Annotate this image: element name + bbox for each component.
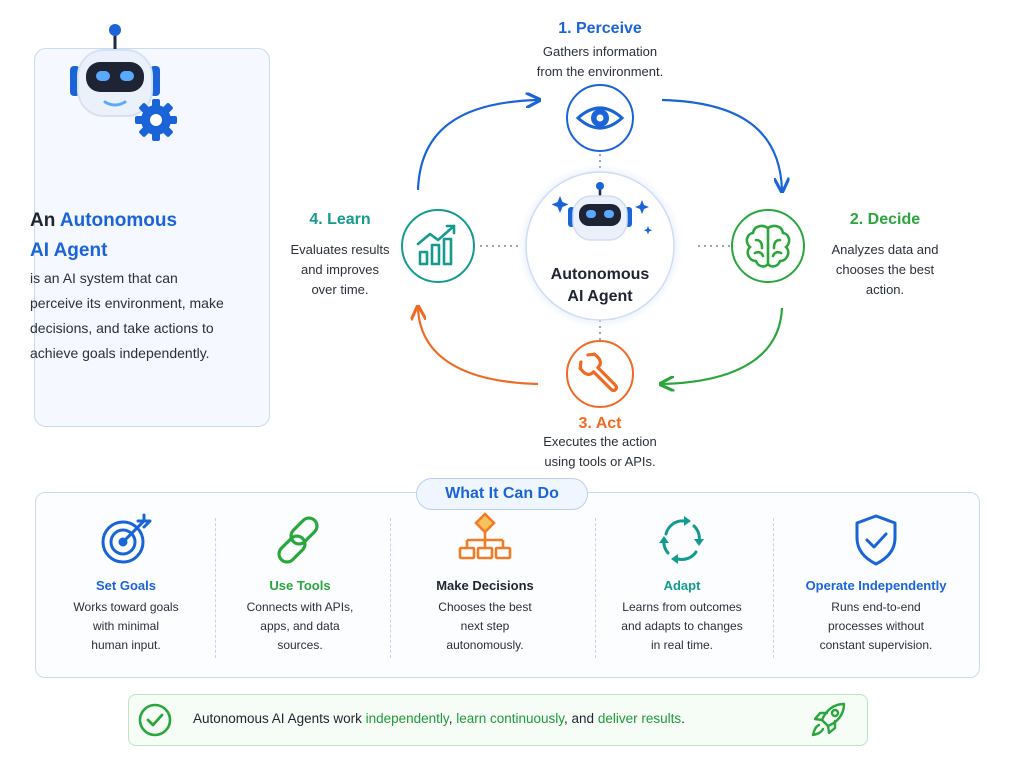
target-icon: [101, 513, 152, 564]
act-desc-line-2: using tools or APIs.: [544, 454, 656, 469]
cycle-icon: [659, 516, 704, 564]
capability-desc-line: processes without: [827, 619, 925, 633]
summary-highlight: independently: [365, 711, 449, 726]
brain-icon: [745, 224, 791, 268]
perceive-desc-line-1: Gathers information: [542, 44, 658, 59]
perceive-node: [566, 84, 634, 152]
divider: [215, 518, 216, 658]
arrow-perceive-to-decide: [661, 98, 782, 190]
check-circle-icon: [138, 703, 172, 737]
center-label-line-2: AI Agent: [567, 288, 633, 305]
learn-desc-line-3: over time.: [311, 282, 369, 297]
learn-description: Evaluates results and improves over time…: [270, 240, 410, 300]
capability-operate-independently: Operate Independently Runs end-to-end pr…: [786, 512, 966, 672]
arrow-learn-to-perceive: [416, 100, 538, 191]
link-icon: [277, 516, 319, 564]
perceive-desc-line-2: from the environment.: [536, 64, 664, 79]
perceive-description: Gathers information from the environment…: [500, 42, 700, 82]
divider: [390, 518, 391, 658]
summary-text: Autonomous AI Agents work independently,…: [193, 711, 685, 726]
center-label-line-1: Autonomous: [550, 266, 650, 283]
growth-chart-icon: [416, 224, 456, 266]
capability-use-tools: Use Tools Connects with APIs, apps, and …: [210, 512, 390, 672]
capability-set-goals: Set Goals Works toward goals with minima…: [36, 512, 216, 672]
learn-node: [401, 209, 475, 283]
learn-desc-line-2: and improves: [300, 262, 380, 277]
capability-description: Runs end-to-end processes without consta…: [796, 598, 956, 655]
capability-desc-line: human input.: [91, 638, 161, 652]
capability-desc-line: Works toward goals: [73, 600, 179, 614]
capability-desc-line: in real time.: [650, 638, 714, 652]
eye-icon: [575, 106, 625, 130]
capability-desc-line: autonomously.: [446, 638, 524, 652]
capability-desc-line: Runs end-to-end: [831, 600, 921, 614]
capability-title: Use Tools: [269, 578, 331, 593]
summary-text-part: ,: [448, 711, 457, 726]
wrench-icon: [578, 352, 619, 393]
capability-desc-line: Connects with APIs,: [246, 600, 354, 614]
capability-desc-line: Chooses the best: [438, 600, 532, 614]
sparkle-icon: [551, 196, 569, 213]
act-description: Executes the action using tools or APIs.: [498, 432, 702, 472]
capabilities-panel: [35, 492, 980, 678]
capability-title: Make Decisions: [436, 578, 534, 593]
summary-highlight: deliver results: [597, 711, 682, 726]
summary-text-part: .: [681, 711, 685, 726]
decide-node: [731, 209, 805, 283]
capability-desc-line: constant supervision.: [819, 638, 933, 652]
decide-desc-line-1: Analyzes data and: [831, 242, 939, 257]
capability-description: Chooses the best next step autonomously.: [405, 598, 565, 655]
capability-adapt: Adapt Learns from outcomes and adapts to…: [592, 512, 772, 672]
intro-title-accent-1: Autonomous: [59, 210, 178, 231]
capabilities-heading: What It Can Do: [416, 478, 588, 510]
arrow-act-to-learn: [418, 308, 539, 386]
capability-desc-line: next step: [460, 619, 510, 633]
intro-title-accent-2: AI Agent: [30, 240, 108, 261]
capability-title: Set Goals: [96, 578, 156, 593]
capability-description: Works toward goals with minimal human in…: [46, 598, 206, 655]
capability-desc-line: and adapts to changes: [621, 619, 743, 633]
center-robot-icon: [568, 182, 632, 241]
summary-text-part: Autonomous AI Agents work: [193, 711, 366, 726]
divider: [595, 518, 596, 658]
arrow-decide-to-act: [662, 307, 784, 384]
intro-title: An Autonomous AI Agent: [30, 206, 177, 266]
center-label: Autonomous AI Agent: [520, 264, 680, 308]
summary-highlight: learn continuously: [456, 711, 565, 726]
shield-check-icon: [855, 514, 897, 566]
decide-desc-line-2: chooses the best: [835, 262, 935, 277]
robot-gear-icon: [70, 24, 177, 141]
sparkle-icon: [643, 226, 653, 235]
sparkle-icon: [635, 200, 649, 214]
act-desc-line-1: Executes the action: [543, 434, 657, 449]
act-node: [566, 340, 634, 408]
perceive-title: 1. Perceive: [558, 20, 642, 37]
capability-description: Connects with APIs, apps, and data sourc…: [220, 598, 380, 655]
learn-title: 4. Learn: [309, 211, 371, 228]
learn-desc-line-1: Evaluates results: [290, 242, 390, 257]
capability-make-decisions: Make Decisions Chooses the best next ste…: [395, 512, 575, 672]
capability-desc-line: sources.: [277, 638, 323, 652]
capability-desc-line: with minimal: [92, 619, 159, 633]
act-title: 3. Act: [578, 415, 622, 432]
agent-cycle-diagram: [401, 84, 805, 408]
intro-title-prefix: An: [30, 210, 56, 231]
summary-text-part: , and: [564, 711, 598, 726]
flowchart-icon: [458, 512, 512, 560]
decide-title: 2. Decide: [849, 211, 921, 228]
capability-title: Adapt: [663, 578, 701, 593]
divider: [773, 518, 774, 658]
capability-desc-line: apps, and data: [260, 619, 340, 633]
summary-banner: [128, 694, 868, 746]
capability-description: Learns from outcomes and adapts to chang…: [602, 598, 762, 655]
decide-description: Analyzes data and chooses the best actio…: [810, 240, 960, 300]
capability-title: Operate Independently: [805, 578, 947, 593]
rocket-icon: [811, 702, 846, 737]
capability-desc-line: Learns from outcomes: [622, 600, 742, 614]
intro-description: is an AI system that can perceive its en…: [30, 270, 224, 361]
decide-desc-line-3: action.: [865, 282, 905, 297]
